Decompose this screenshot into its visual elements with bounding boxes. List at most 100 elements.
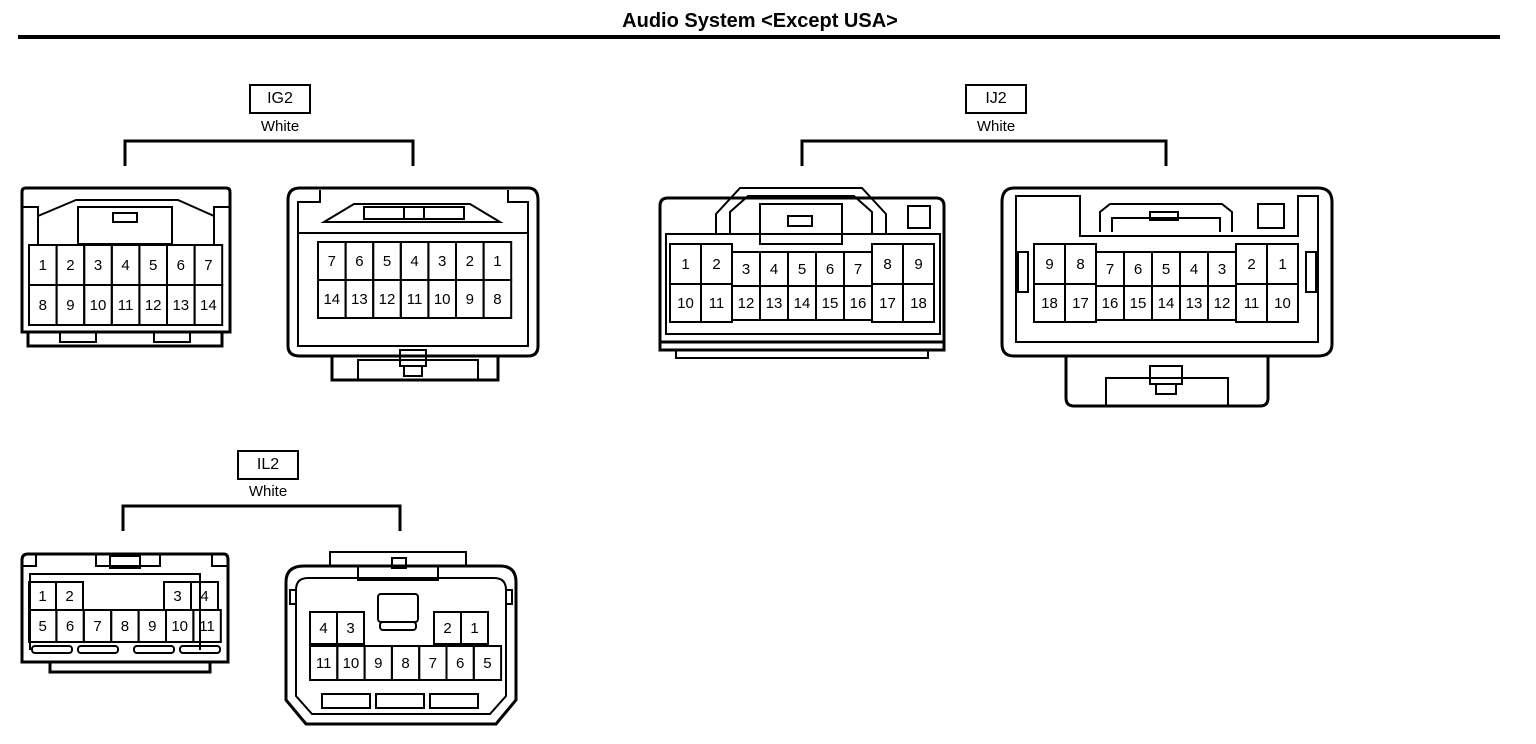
il2-male-pin: 9	[374, 655, 382, 672]
il2-male-pin: 10	[343, 655, 360, 672]
ig2-male-pin: 12	[379, 291, 396, 308]
latch-slot	[133, 645, 175, 654]
key-slot	[379, 621, 417, 631]
ij2-female-pin: 18	[910, 295, 927, 312]
bracket-ig2	[123, 139, 415, 166]
lock-slot	[429, 693, 479, 709]
ij2-female-pin: 8	[883, 256, 891, 273]
ij2-male-pin: 12	[1214, 295, 1231, 312]
ig2-female-pin: 10	[90, 297, 107, 314]
ig2-female-pin: 8	[39, 297, 47, 314]
ig2-female-pin-cell	[193, 284, 224, 326]
ig2-female-pin: 14	[200, 297, 217, 314]
ig2-male-pin: 4	[410, 253, 418, 270]
ij2-female-pin: 1	[681, 256, 689, 273]
il2-male-pin: 3	[346, 620, 354, 637]
latch-slot	[179, 645, 221, 654]
ig2-male-pin: 1	[493, 253, 501, 270]
ij2-male-pin: 11	[1244, 295, 1260, 312]
il2-female-pin: 1	[38, 588, 46, 605]
il2-male-pin: 4	[319, 620, 327, 637]
ig2-male-pin: 3	[438, 253, 446, 270]
ij2-male-pin: 8	[1076, 256, 1084, 273]
ij2-male-pin: 2	[1247, 256, 1255, 273]
ij2-male-pin: 4	[1190, 261, 1198, 278]
ij2-female-pin-cell	[902, 283, 935, 323]
ig2-male-pin: 9	[466, 291, 474, 308]
title-rule	[18, 35, 1500, 39]
il2-male-pin-cell	[472, 645, 503, 681]
ig2-female-pin: 4	[121, 257, 129, 274]
ij2-female-pin: 16	[850, 295, 867, 312]
ig2-male-pin: 7	[328, 253, 336, 270]
connector-code-il2: IL2	[237, 450, 299, 480]
ig2-female-pin: 3	[94, 257, 102, 274]
ig2-female-pin: 1	[39, 257, 47, 274]
ij2-female-pin: 7	[854, 261, 862, 278]
ij2-male-pin: 6	[1134, 261, 1142, 278]
ig2-male-pin: 8	[493, 291, 501, 308]
il2-female-pin: 5	[39, 618, 47, 635]
ij2-male-pin: 3	[1218, 261, 1226, 278]
ig2-male-pin: 5	[383, 253, 391, 270]
il2-male-pin-cell	[336, 611, 365, 645]
connector-code-ig2: IG2	[249, 84, 311, 114]
ij2-female-pin: 15	[822, 295, 839, 312]
bracket-il2	[121, 504, 402, 531]
il2-male-pin: 8	[401, 655, 409, 672]
ij2-male-pin: 16	[1102, 295, 1119, 312]
ig2-female-pin: 2	[66, 257, 74, 274]
il2-male-pin: 2	[443, 620, 451, 637]
ij2-female-pin: 4	[770, 261, 778, 278]
ij2-male-pin: 9	[1045, 256, 1053, 273]
ig2-female-pin: 13	[172, 297, 189, 314]
ij2-female-pin: 12	[738, 295, 755, 312]
ij2-female-pin: 6	[826, 261, 834, 278]
ij2-male-pin: 15	[1130, 295, 1147, 312]
ig2-male-pin: 11	[407, 291, 423, 308]
il2-female-pin-cell	[192, 609, 222, 643]
key-slot	[377, 593, 419, 623]
ig2-female-pin: 6	[177, 257, 185, 274]
bracket-ij2	[800, 139, 1168, 166]
ij2-female-pin: 17	[879, 295, 896, 312]
il2-male-pin: 6	[456, 655, 464, 672]
ig2-male-pin: 10	[434, 291, 451, 308]
il2-male-pin: 1	[470, 620, 478, 637]
ij2-female-pin: 3	[742, 261, 750, 278]
ij2-male-pin: 18	[1041, 295, 1058, 312]
il2-female-pin: 4	[200, 588, 208, 605]
ig2-male-pin-cell	[482, 279, 513, 319]
il2-female-pin: 8	[121, 618, 129, 635]
il2-female-pin: 2	[65, 588, 73, 605]
ij2-female-pin: 13	[766, 295, 783, 312]
ij2-female-pin: 5	[798, 261, 806, 278]
latch-slot	[31, 645, 73, 654]
ig2-female-pin: 9	[66, 297, 74, 314]
connector-code-ij2: IJ2	[965, 84, 1027, 114]
ij2-male-pin: 1	[1278, 256, 1286, 273]
il2-female-pin: 11	[199, 618, 215, 635]
latch-slot	[77, 645, 119, 654]
ig2-male-pin: 13	[351, 291, 368, 308]
il2-female-pin: 10	[171, 618, 188, 635]
ij2-female-pin: 9	[914, 256, 922, 273]
il2-male-pin: 11	[316, 655, 332, 672]
il2-male-pin-cell	[460, 611, 489, 645]
page-title: Audio System <Except USA>	[622, 10, 898, 32]
ig2-male-pin: 14	[323, 291, 340, 308]
lock-slot	[321, 693, 371, 709]
il2-female-pin: 6	[66, 618, 74, 635]
ij2-female-pin: 10	[677, 295, 694, 312]
ij2-male-pin: 7	[1106, 261, 1114, 278]
ig2-female-pin: 7	[204, 257, 212, 274]
ig2-male-pin: 6	[355, 253, 363, 270]
ij2-male-pin-cell	[1266, 283, 1299, 323]
ig2-female-pin: 5	[149, 257, 157, 274]
ij2-female-pin: 11	[709, 295, 725, 312]
